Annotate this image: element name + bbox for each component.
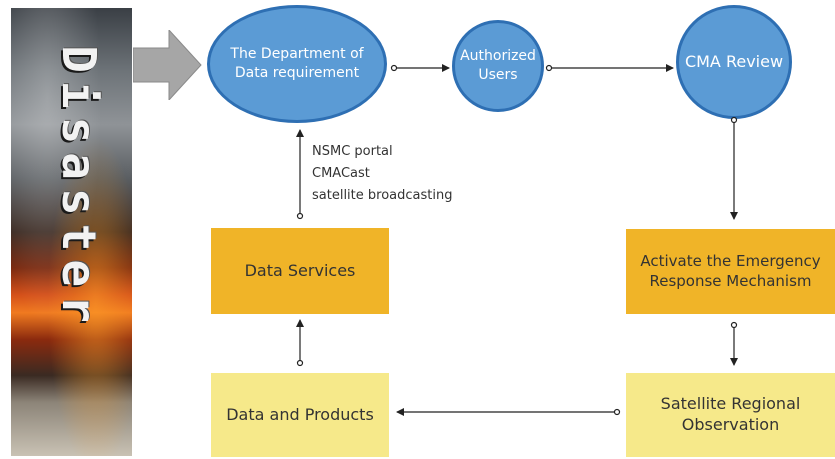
node-satellite-regional-observation: Satellite Regional Observation bbox=[626, 373, 835, 457]
connector-dept-to-users bbox=[390, 64, 450, 72]
connector-services-to-dept bbox=[296, 129, 304, 220]
connector-users-to-review bbox=[545, 64, 674, 72]
node-department-data-requirement: The Department of Data requirement bbox=[207, 5, 387, 123]
banner-title: Disaster bbox=[52, 45, 106, 331]
node-data-services: Data Services bbox=[211, 228, 389, 314]
disaster-banner-image: Disaster bbox=[11, 8, 132, 456]
node-cma-review: CMA Review bbox=[676, 5, 792, 119]
big-arrow-icon bbox=[133, 30, 202, 100]
edge-label-line: satellite broadcasting bbox=[312, 188, 453, 203]
connector-review-to-activate bbox=[730, 116, 738, 220]
edge-label-line: CMACast bbox=[312, 166, 370, 181]
node-data-and-products: Data and Products bbox=[211, 373, 389, 457]
connector-activate-to-observation bbox=[730, 321, 738, 366]
connector-products-to-services bbox=[296, 319, 304, 367]
connector-observation-to-products bbox=[396, 408, 621, 416]
node-authorized-users: Authorized Users bbox=[452, 20, 544, 112]
edge-label-line: NSMC portal bbox=[312, 144, 393, 159]
edge-label-distribution-channels: NSMC portal CMACast satellite broadcasti… bbox=[312, 141, 452, 207]
node-activate-emergency-response: Activate the Emergency Response Mechanis… bbox=[626, 229, 835, 314]
